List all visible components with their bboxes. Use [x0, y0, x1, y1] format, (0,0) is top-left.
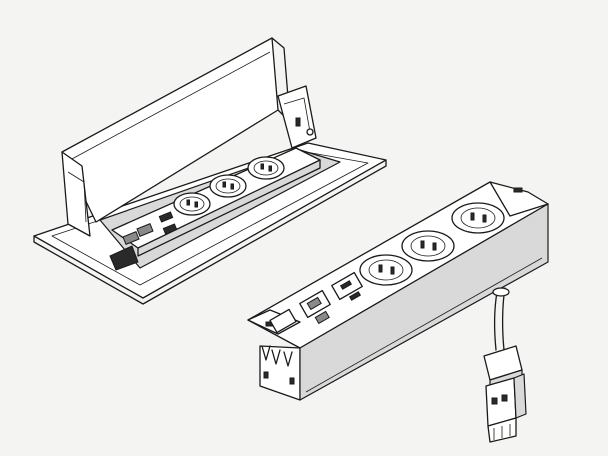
end-cap-screw: [513, 187, 523, 193]
power-cable: [492, 287, 510, 351]
connector-pin: [501, 394, 508, 402]
socket-power-strip: [247, 181, 549, 401]
front-face-vent: [283, 351, 293, 367]
connector-pin: [491, 397, 498, 405]
desk-box-data-port: [122, 231, 140, 245]
front-face-vent: [271, 349, 281, 365]
front-face-screw: [263, 371, 269, 379]
right-hinge-bracket: [277, 85, 317, 149]
desk-box-socket: [209, 174, 247, 198]
strip-blank-module: [269, 308, 297, 334]
cable-collar: [492, 287, 510, 297]
strip-side-face: [299, 203, 549, 401]
flip-up-desk-box: [33, 37, 387, 305]
data-port: [306, 296, 322, 311]
desk-box-data-port: [158, 211, 174, 223]
strip-socket: [451, 202, 505, 234]
front-face-screw: [289, 377, 295, 385]
desk-box-socket: [173, 192, 211, 216]
front-face-vent: [261, 345, 271, 361]
desk-box-data-port: [162, 223, 178, 235]
desk-box-socket: [247, 156, 285, 180]
hinge-latch: [295, 117, 301, 127]
desk-box-bottom-connectors: [109, 245, 139, 271]
data-port: [314, 310, 330, 325]
desk-box-data-port: [136, 223, 154, 237]
gst-connector-plug: [483, 345, 527, 443]
strip-socket: [359, 254, 413, 286]
usb-port: [339, 280, 353, 290]
usb-port: [348, 291, 362, 301]
strip-socket: [401, 230, 455, 262]
hinge-knob: [306, 128, 314, 136]
